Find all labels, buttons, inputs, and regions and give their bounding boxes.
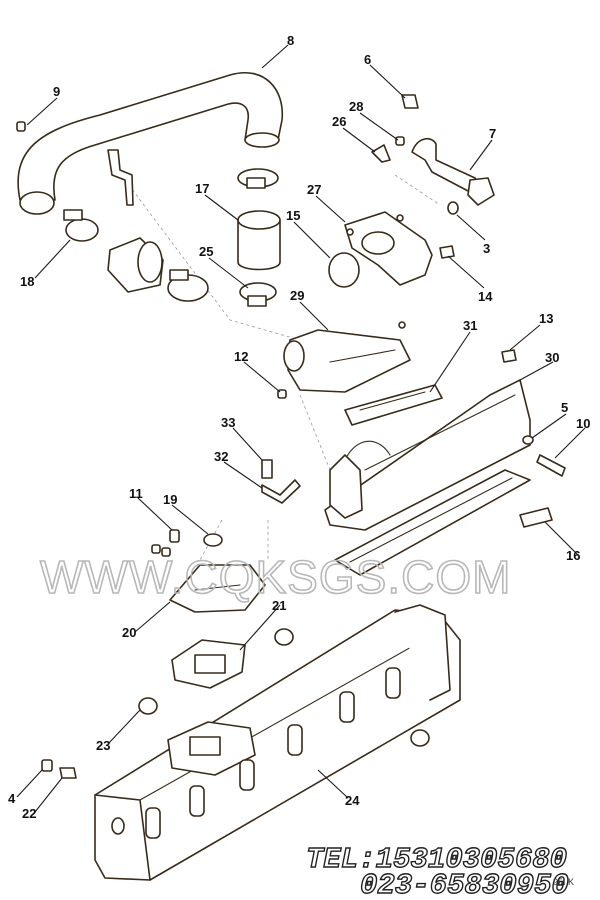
callout-9: 9 <box>53 84 60 99</box>
part-31-gasket <box>344 384 443 426</box>
callout-18: 18 <box>20 274 34 289</box>
callout-19: 19 <box>163 492 177 507</box>
assembly-guides <box>124 174 441 561</box>
corner-code: 95I K <box>553 877 574 887</box>
part-16-plate <box>519 507 553 528</box>
part-20-adapter <box>169 564 266 613</box>
callout-14: 14 <box>478 289 493 304</box>
part-8-elbow-tube <box>17 72 284 215</box>
part-5-washer <box>522 435 534 445</box>
callout-32: 32 <box>214 449 228 464</box>
callout-17: 17 <box>195 181 209 196</box>
part-19-plug <box>203 533 223 547</box>
callout-22: 22 <box>22 806 36 821</box>
callout-20: 20 <box>122 625 136 640</box>
callout-16: 16 <box>566 548 580 563</box>
callout-25: 25 <box>199 244 213 259</box>
callout-15: 15 <box>286 208 300 223</box>
callout-12: 12 <box>234 349 248 364</box>
callout-5: 5 <box>561 400 568 415</box>
part-4-nut <box>41 759 53 772</box>
callout-31: 31 <box>463 318 477 333</box>
callout-10: 10 <box>576 416 590 431</box>
watermark-text: WWW.CQKSGS.COM <box>40 551 511 603</box>
part-28-bolt <box>395 136 405 146</box>
part-3-o-ring <box>447 201 459 215</box>
part-29-outlet-elbow <box>283 321 411 393</box>
callout-13: 13 <box>539 311 553 326</box>
part-27-housing <box>344 211 433 286</box>
contact-phone: TEL:15310305680 <box>306 843 567 876</box>
callout-24: 24 <box>345 793 360 808</box>
part-cover-gasket <box>334 469 531 576</box>
callout-21: 21 <box>272 598 286 613</box>
part-clamp-upper <box>237 168 279 189</box>
part-22-plug <box>59 767 77 779</box>
part-26-bracket <box>371 144 391 163</box>
part-10-bolt <box>536 454 566 477</box>
callout-4: 4 <box>8 791 16 806</box>
callout-28: 28 <box>349 99 363 114</box>
part-24-exhaust-manifold <box>94 604 461 881</box>
part-18-hose-clamp <box>63 209 99 242</box>
callout-8: 8 <box>287 33 294 48</box>
part-21-gasket <box>171 639 246 689</box>
part-32-bracket <box>261 479 301 504</box>
part-30-cover <box>324 379 531 531</box>
part-clamp-lower-left <box>167 269 209 302</box>
part-11-bolt <box>169 529 180 543</box>
part-13-bolt <box>501 349 517 363</box>
callout-6: 6 <box>364 52 371 67</box>
callout-labels: 8 9 6 28 26 7 17 27 15 3 18 25 14 29 31 … <box>8 33 590 821</box>
contact-landline: 023-65830950 <box>360 869 569 900</box>
callout-26: 26 <box>332 114 346 129</box>
part-15-o-ring <box>328 252 360 288</box>
part-9-bolt <box>16 121 26 132</box>
callout-30: 30 <box>545 350 559 365</box>
part-6-clip <box>401 94 419 109</box>
callout-27: 27 <box>307 182 321 197</box>
part-nuts-left <box>151 544 171 557</box>
callout-11: 11 <box>129 486 143 501</box>
callout-33: 33 <box>221 415 235 430</box>
part-7-pipe <box>411 137 495 206</box>
callout-3: 3 <box>483 241 490 256</box>
callout-29: 29 <box>290 288 304 303</box>
callout-leaders <box>16 44 586 813</box>
callout-7: 7 <box>489 126 496 141</box>
part-25-clamp <box>239 282 277 307</box>
callout-23: 23 <box>96 738 110 753</box>
part-plugs-manifold <box>138 628 430 747</box>
part-33-bolt <box>261 459 273 479</box>
part-hose-sleeve <box>107 237 164 293</box>
part-17-sleeve <box>237 210 281 271</box>
part-14-bolt <box>439 245 455 259</box>
